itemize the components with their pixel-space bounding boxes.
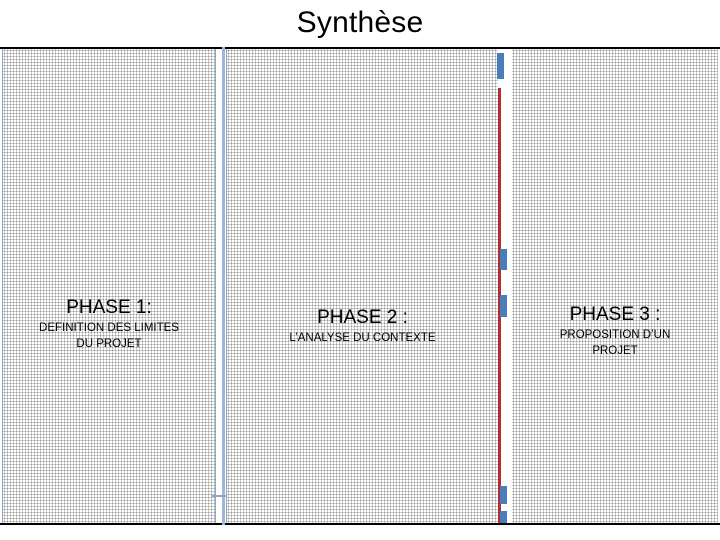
phase-3-title: PHASE 3 : xyxy=(569,304,661,325)
blue-accent-chip-2 xyxy=(500,249,507,270)
blue-accent-chip-1 xyxy=(497,53,504,79)
phase-1-title: PHASE 1: xyxy=(66,297,152,318)
phase-1-2-divider xyxy=(222,47,225,525)
phase-1-subtitle-line-1: DEFINITION DES LIMITES xyxy=(39,322,179,334)
phase-2-3-red-divider xyxy=(498,88,501,523)
phase-2-subtitle-line-1: L’ANALYSE DU CONTEXTE xyxy=(289,332,436,344)
phase-2-title: PHASE 2 : xyxy=(317,307,408,328)
blue-accent-chip-4 xyxy=(500,486,507,504)
divider-tick-mark xyxy=(212,495,226,497)
phase-1-label-group: PHASE 1: DEFINITION DES LIMITES DU PROJE… xyxy=(3,297,215,351)
phase-3-subtitle-line-1: PROPOSITION D’UN xyxy=(559,329,671,341)
phase-3-panel[interactable]: PHASE 3 : PROPOSITION D’UN PROJET xyxy=(512,49,718,523)
phase-3-label-group: PHASE 3 : PROPOSITION D’UN PROJET xyxy=(512,304,718,358)
blue-accent-chip-5 xyxy=(500,511,507,523)
phase-1-subtitle-line-2: DU PROJET xyxy=(76,338,142,350)
phase-3-subtitle-line-2: PROJET xyxy=(592,345,638,357)
phase-1-panel[interactable]: PHASE 1: DEFINITION DES LIMITES DU PROJE… xyxy=(2,49,216,523)
blue-accent-chip-3 xyxy=(500,295,507,317)
phase-2-panel[interactable]: PHASE 2 : L’ANALYSE DU CONTEXTE xyxy=(226,49,498,523)
phase-2-label-group: PHASE 2 : L’ANALYSE DU CONTEXTE xyxy=(227,307,498,345)
diagram-board: PHASE 1: DEFINITION DES LIMITES DU PROJE… xyxy=(0,47,720,525)
page-title: Synthèse xyxy=(296,6,424,39)
